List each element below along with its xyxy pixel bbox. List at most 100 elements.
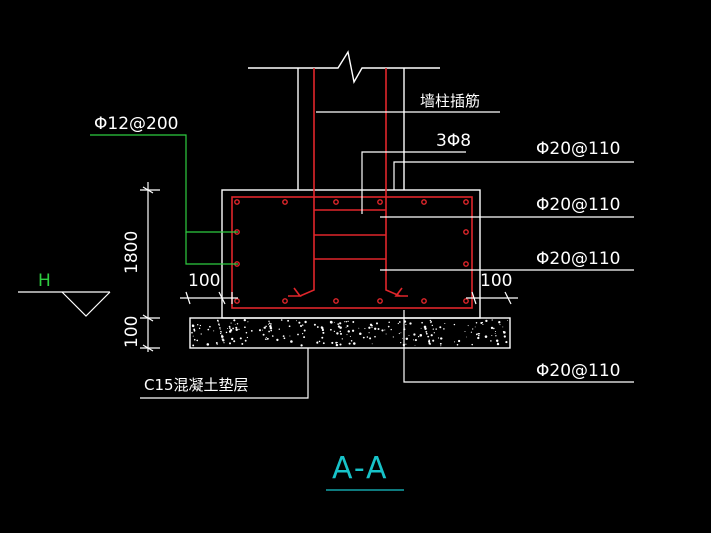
aggregate-speck <box>288 325 291 328</box>
aggregate-speck <box>322 331 325 334</box>
aggregate-speck <box>313 323 316 326</box>
aggregate-speck <box>401 337 403 339</box>
aggregate-speck <box>495 335 497 337</box>
aggregate-speck <box>335 341 338 344</box>
cushion-dim-label: 100 <box>122 316 142 348</box>
aggregate-speck <box>369 323 373 326</box>
aggregate-speck <box>330 328 332 331</box>
aggregate-speck <box>290 340 293 343</box>
aggregate-speck <box>221 338 223 340</box>
aggregate-speck <box>427 335 430 338</box>
rebar-dot <box>463 298 469 304</box>
rebar-dot <box>463 199 469 205</box>
aggregate-speck <box>219 328 221 330</box>
rebar-dot <box>234 298 240 304</box>
aggregate-speck <box>221 335 224 338</box>
aggregate-speck <box>346 334 348 336</box>
aggregate-speck <box>193 338 196 341</box>
aggregate-speck <box>192 335 194 337</box>
rebar-dot <box>421 199 427 205</box>
aggregate-speck <box>192 344 195 347</box>
aggregate-speck <box>366 336 369 338</box>
aggregate-speck <box>349 335 351 337</box>
aggregate-speck <box>233 319 236 322</box>
aggregate-speck <box>235 328 238 332</box>
aggregate-speck <box>193 328 196 331</box>
aggregate-speck <box>495 339 499 343</box>
aggregate-speck <box>398 321 401 323</box>
aggregate-speck <box>244 326 246 329</box>
aggregate-speck <box>321 328 325 332</box>
top-bar-label-1: Φ20@110 <box>536 139 620 159</box>
aggregate-speck <box>193 329 196 332</box>
aggregate-speck <box>276 338 279 342</box>
aggregate-speck <box>440 337 443 340</box>
aggregate-speck <box>337 342 338 343</box>
aggregate-speck <box>287 319 290 322</box>
aggregate-speck <box>196 340 198 342</box>
aggregate-speck <box>304 320 307 324</box>
aggregate-speck <box>477 336 480 340</box>
cushion-layer-label: C15混凝土垫层 <box>144 376 249 394</box>
aggregate-speck <box>229 342 231 345</box>
aggregate-speck <box>413 333 416 336</box>
aggregate-speck <box>425 332 428 335</box>
aggregate-speck <box>215 341 218 344</box>
aggregate-speck <box>228 325 231 328</box>
aggregate-speck <box>494 330 497 333</box>
aggregate-speck <box>425 331 428 333</box>
aggregate-speck <box>397 322 399 325</box>
aggregate-speck <box>428 342 431 345</box>
rebar-cage <box>231 68 473 309</box>
aggregate-speck <box>268 330 270 333</box>
aggregate-speck <box>475 333 478 336</box>
aggregate-speck <box>431 324 434 327</box>
aggregate-speck <box>282 335 285 337</box>
aggregate-speck <box>333 330 336 333</box>
aggregate-speck <box>390 328 392 331</box>
aggregate-speck <box>400 341 402 344</box>
aggregate-speck <box>490 326 494 330</box>
aggregate-speck <box>191 331 193 334</box>
aggregate-speck <box>321 326 324 330</box>
aggregate-speck <box>300 344 303 347</box>
aggregate-speck <box>466 336 467 338</box>
aggregate-speck <box>270 329 273 332</box>
rebar-dot <box>234 199 240 205</box>
aggregate-speck <box>409 322 412 325</box>
aggregate-speck <box>421 321 423 324</box>
aggregate-speck <box>331 341 334 344</box>
aggregate-speck <box>491 319 493 321</box>
aggregate-speck <box>262 333 265 336</box>
aggregate-speck <box>453 341 456 343</box>
rebar-dot <box>421 298 427 304</box>
aggregate-speck <box>322 342 325 345</box>
aggregate-speck <box>200 333 202 335</box>
aggregate-speck <box>339 330 342 333</box>
aggregate-speck <box>339 332 343 335</box>
aggregate-speck <box>297 333 299 336</box>
aggregate-speck <box>233 340 236 343</box>
aggregate-speck <box>265 336 267 339</box>
aggregate-speck <box>246 336 249 339</box>
aggregate-speck <box>364 328 366 330</box>
aggregate-speck <box>278 328 280 330</box>
rebar-dot <box>333 199 339 205</box>
aggregate-speck <box>414 345 416 346</box>
aggregate-speck <box>250 330 253 332</box>
aggregate-speck <box>243 318 246 322</box>
aggregate-speck <box>502 326 504 328</box>
aggregate-speck <box>336 332 339 335</box>
aggregate-speck <box>280 319 283 321</box>
stirrup-label: 3Φ8 <box>436 131 471 151</box>
aggregate-speck <box>283 337 286 340</box>
aggregate-speck <box>471 343 473 346</box>
aggregate-speck <box>206 343 210 346</box>
aggregate-speck <box>387 325 390 328</box>
aggregate-speck <box>303 329 306 332</box>
aggregate-speck <box>272 335 274 337</box>
aggregate-speck <box>374 327 377 330</box>
aggregate-speck <box>345 326 347 328</box>
water-level-label: H <box>38 271 51 291</box>
aggregate-speck <box>268 320 270 323</box>
